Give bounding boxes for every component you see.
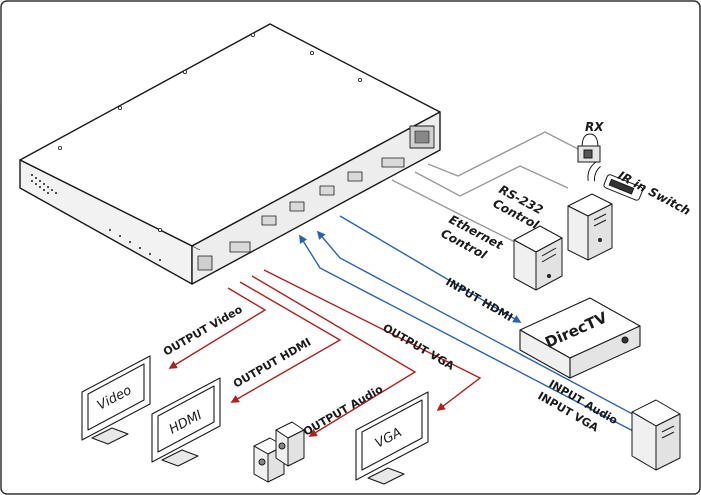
speakers-icon xyxy=(253,421,305,483)
directv-box xyxy=(519,297,641,379)
rs232-pc-tower xyxy=(567,193,613,261)
output-cables xyxy=(168,269,482,437)
input-cables xyxy=(299,215,641,433)
input-hdmi-label: INPUT HDMI xyxy=(444,275,515,324)
rx-receiver xyxy=(577,133,601,163)
switcher-device xyxy=(19,23,441,285)
video-monitor xyxy=(81,355,151,445)
vga-monitor xyxy=(355,391,429,485)
control-cables xyxy=(391,131,581,243)
ethernet-pc-tower xyxy=(513,225,563,291)
vga-source-pc-tower xyxy=(631,399,681,471)
ir-remote-icon xyxy=(587,161,644,201)
rx-label: RX xyxy=(585,120,604,134)
output-vga-label: OUTPUT VGA xyxy=(381,321,457,373)
hdmi-monitor xyxy=(151,377,221,467)
